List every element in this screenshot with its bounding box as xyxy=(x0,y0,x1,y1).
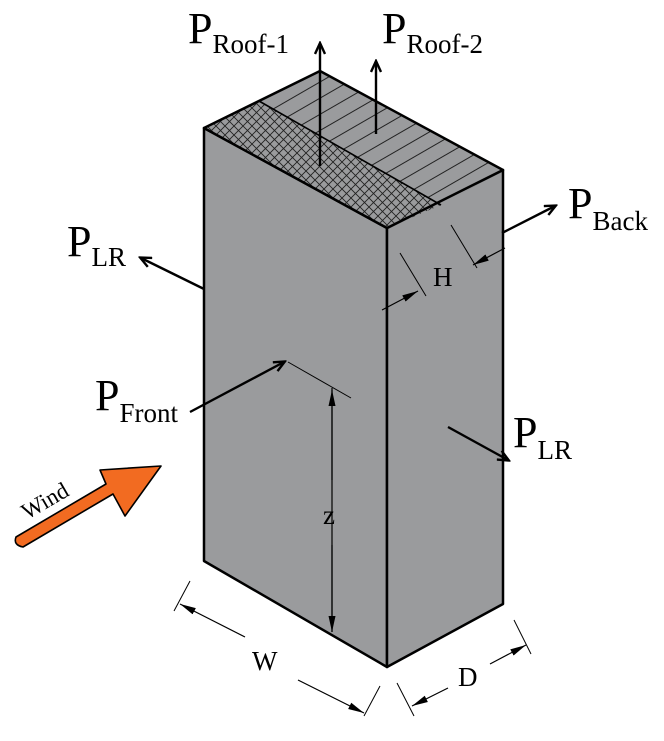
back-pressure-label: PBack xyxy=(568,179,648,236)
roof-1-pressure-label: PRoof-1 xyxy=(188,4,289,59)
d-dimension-label: D xyxy=(458,662,478,692)
front-pressure-label: PFront xyxy=(95,371,178,428)
left-side-pressure-label: PLR xyxy=(67,217,126,272)
front-pressure-arrow xyxy=(189,362,284,414)
roof-zone-divider xyxy=(258,100,442,206)
d-dimension xyxy=(396,619,532,717)
left-side-pressure-arrow xyxy=(141,258,205,291)
z-dimension-label: z xyxy=(323,500,335,530)
h-dimension xyxy=(381,224,506,311)
w-dimension xyxy=(173,580,381,717)
roof-2-pressure-label: PRoof-2 xyxy=(382,4,483,59)
right-side-pressure-arrow xyxy=(447,425,508,460)
side-face xyxy=(385,168,505,669)
roof-zone-1 xyxy=(204,101,441,228)
w-dimension-label: W xyxy=(252,646,278,676)
z-dimension xyxy=(287,361,352,632)
right-side-pressure-label: PLR xyxy=(513,408,572,465)
h-dimension-label: H xyxy=(433,262,453,292)
roof-outline xyxy=(202,69,505,230)
wind-arrow xyxy=(14,465,162,548)
building xyxy=(202,69,505,669)
back-pressure-arrow xyxy=(501,206,555,235)
